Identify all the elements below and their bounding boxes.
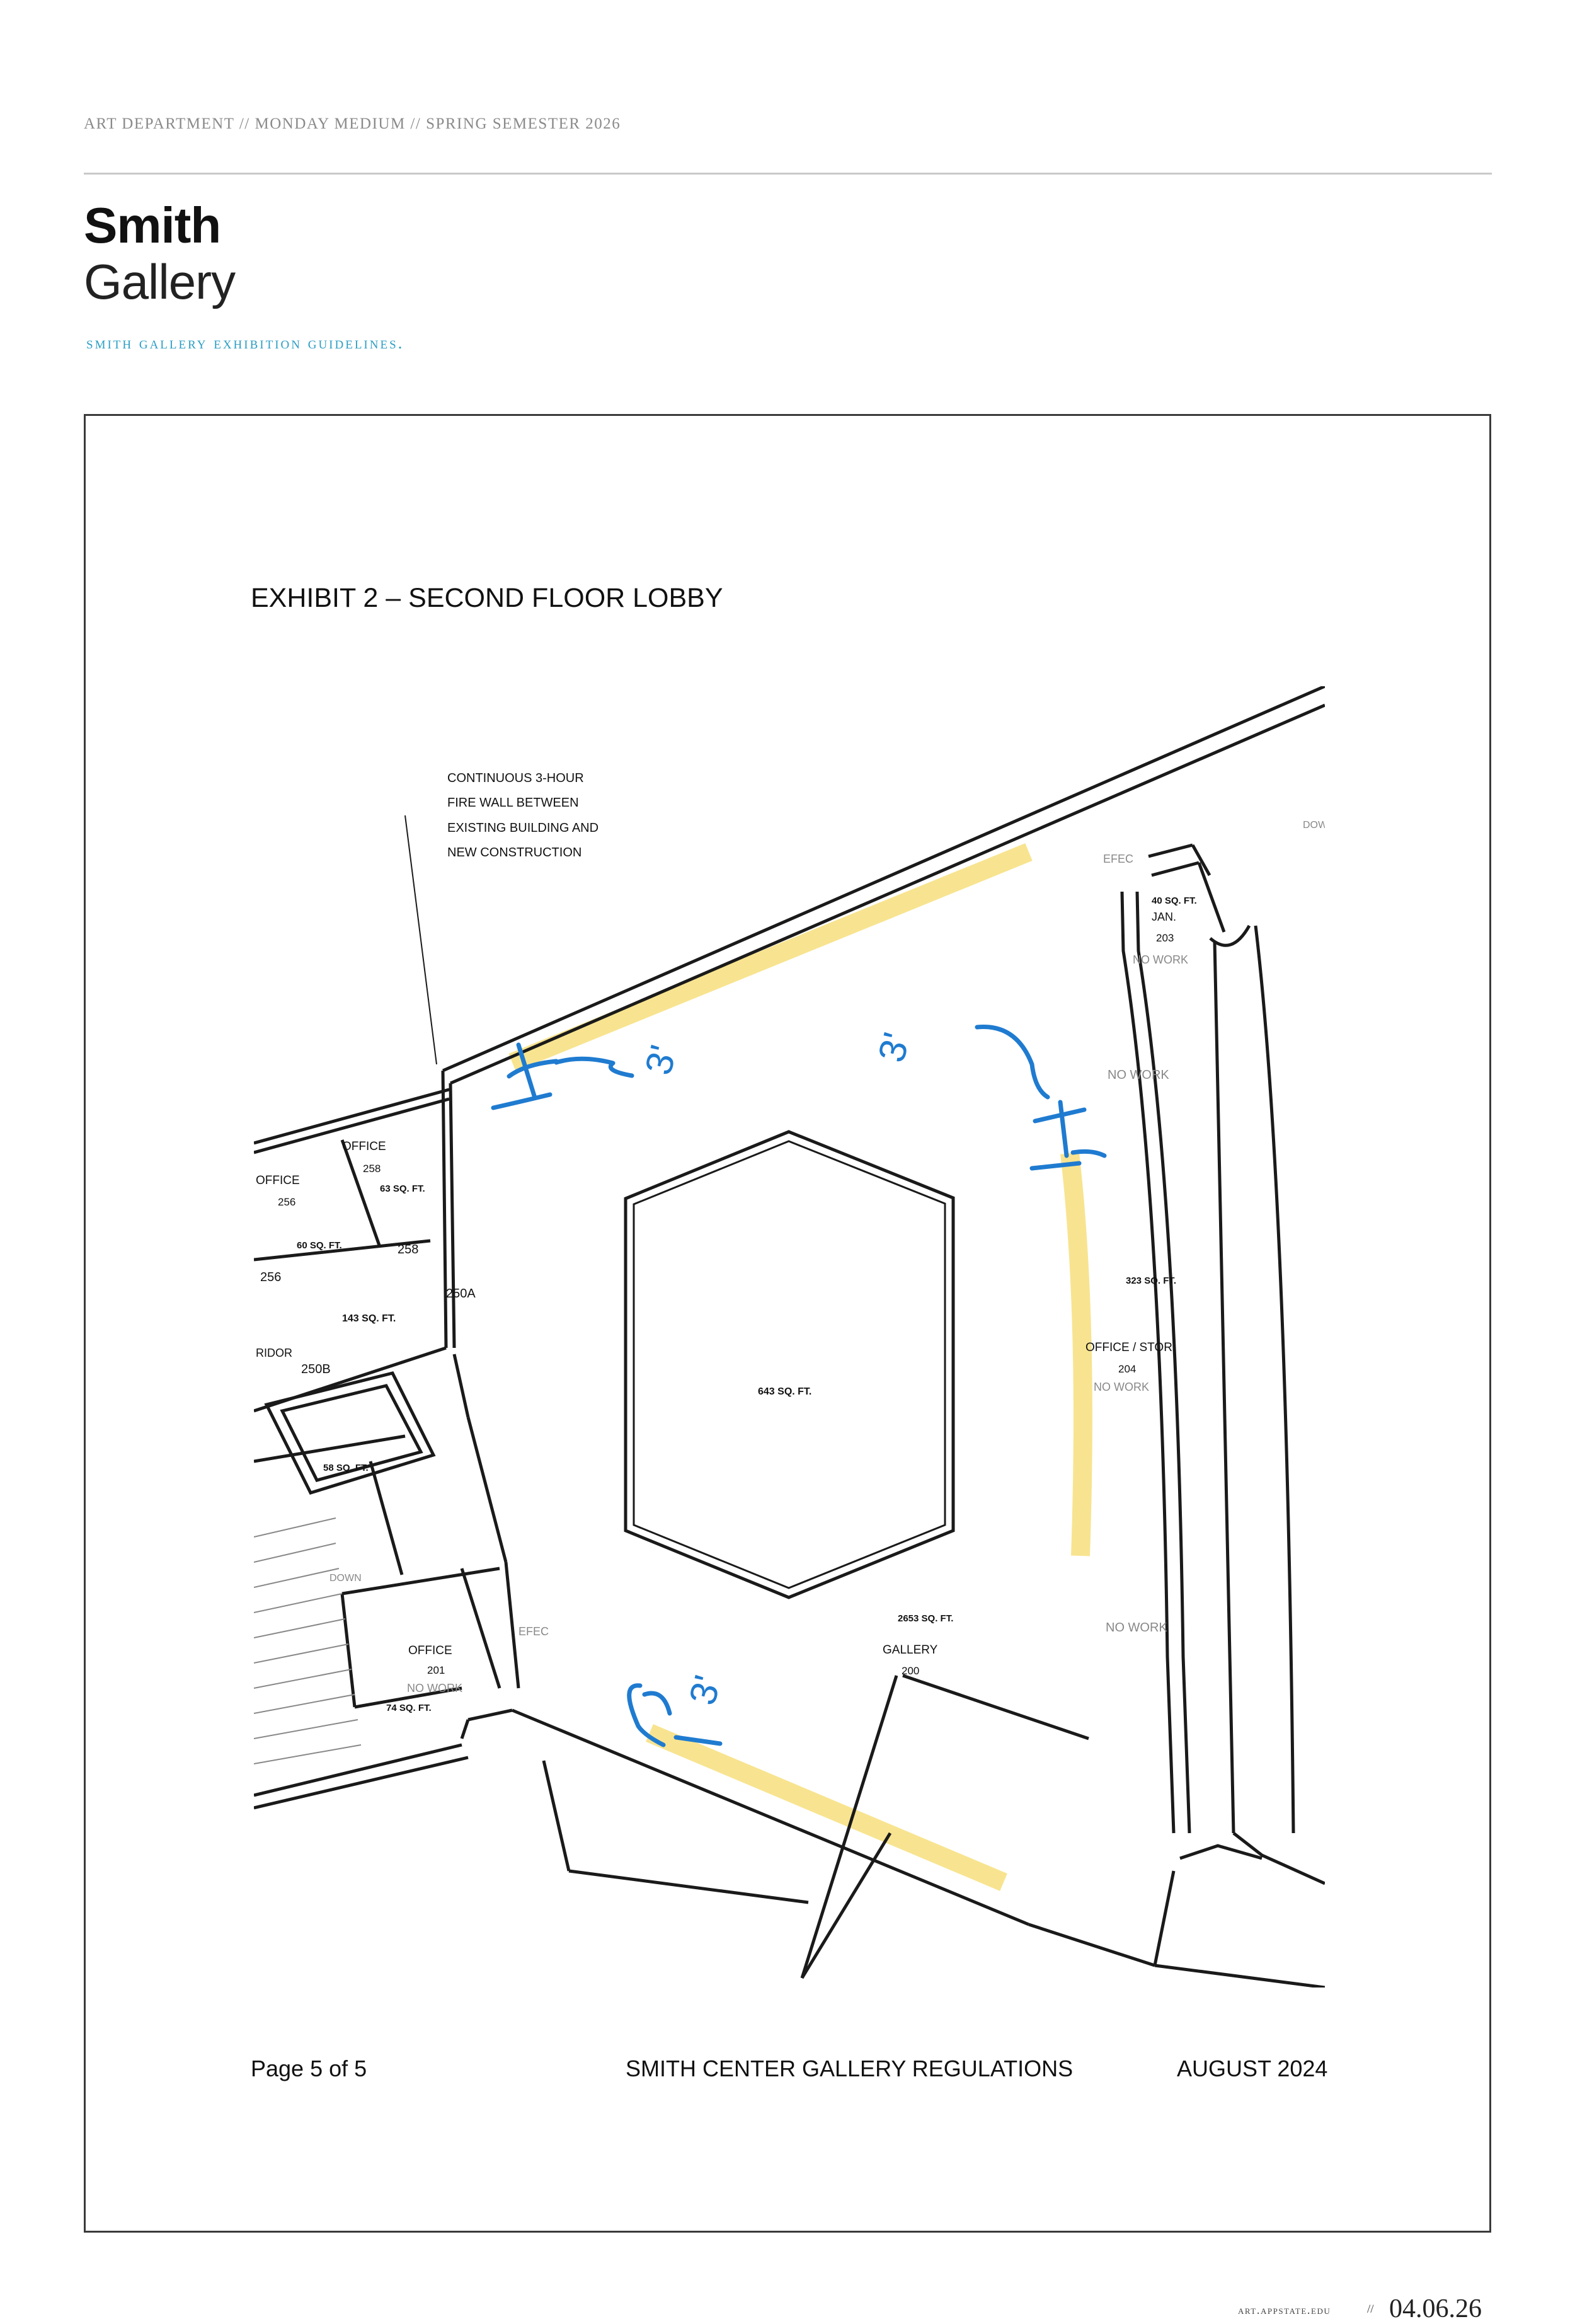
no-work-lower: NO WORK: [1106, 1621, 1167, 1635]
document-frame: [84, 414, 1491, 2233]
page-subtitle: SMITH GALLERY EXHIBITION GUIDELINES.: [86, 333, 404, 352]
corridor-label: RIDOR: [256, 1347, 292, 1359]
walls: [254, 686, 1325, 1987]
down-label: DOWN: [329, 1573, 362, 1584]
area-143: 143 SQ. FT.: [342, 1313, 396, 1324]
shaft: [264, 1371, 436, 1495]
footer-page-number: Page 5 of 5: [251, 2056, 367, 2081]
footer-date: 04.06.26: [1389, 2294, 1482, 2323]
jan-num: 203: [1156, 932, 1174, 944]
no-work-upper: NO WORK: [1108, 1068, 1169, 1082]
gallery-num: 200: [902, 1665, 919, 1677]
room-256-tag: 256: [260, 1270, 281, 1284]
note-line-3: EXISTING BUILDING AND: [447, 821, 598, 835]
footer-document-date: AUGUST 2024: [1177, 2056, 1328, 2081]
dimension-top-center: 3': [870, 1028, 918, 1067]
header-breadcrumb: ART DEPARTMENT // MONDAY MEDIUM // SPRIN…: [84, 115, 621, 132]
office-256-label: OFFICE: [256, 1174, 300, 1187]
office-258-area: 63 SQ. FT.: [380, 1183, 425, 1194]
exhibit-title: EXHIBIT 2 – SECOND FLOOR LOBBY: [251, 583, 723, 613]
highlight-marks: [508, 843, 1092, 1891]
office-258-num: 258: [363, 1163, 381, 1175]
gallery-label: GALLERY: [883, 1643, 938, 1657]
logo-smith: Smith: [84, 197, 221, 253]
office-201-area: 74 SQ. FT.: [386, 1703, 432, 1713]
footer-separator: //: [1367, 2303, 1374, 2316]
note-line-4: NEW CONSTRUCTION: [447, 846, 581, 860]
logo-gallery: Gallery: [84, 254, 236, 309]
office-201-note: NO WORK: [407, 1682, 462, 1694]
handwritten-annotations: [491, 1024, 1107, 1747]
office-256-num: 256: [278, 1196, 295, 1208]
room-250b-tag: 250B: [301, 1362, 331, 1376]
hexagon-structure: [624, 1130, 955, 1599]
office-201-label: OFFICE: [408, 1644, 452, 1657]
dow-label: DOW: [1303, 820, 1325, 831]
note-line-2: FIRE WALL BETWEEN: [447, 796, 579, 810]
jan-label: JAN.: [1152, 911, 1176, 923]
note-leader: [404, 815, 437, 1065]
office-258-label: OFFICE: [342, 1140, 386, 1153]
room-258-tag: 258: [398, 1243, 418, 1257]
efec-top: EFEC: [1103, 853, 1133, 865]
office-204-num: 204: [1118, 1363, 1136, 1375]
office-204-label: OFFICE / STOR.: [1085, 1341, 1176, 1354]
stairs: [254, 1517, 362, 1764]
room-250a-tag: 250A: [446, 1287, 476, 1301]
office-256-area: 60 SQ. FT.: [297, 1240, 342, 1251]
office-201-num: 201: [427, 1664, 445, 1676]
dimension-top-left: 3': [637, 1041, 685, 1079]
office-204-area: 323 SQ. FT.: [1126, 1275, 1176, 1286]
floor-plan-labels: CONTINUOUS 3-HOUR FIRE WALL BETWEEN EXIS…: [256, 771, 1325, 1713]
dimension-bottom: 3': [681, 1671, 729, 1710]
office-204-note: NO WORK: [1094, 1381, 1149, 1393]
area-58: 58 SQ. FT.: [323, 1463, 369, 1473]
note-line-1: CONTINUOUS 3-HOUR: [447, 771, 584, 785]
footer-document-title: SMITH CENTER GALLERY REGULATIONS: [626, 2056, 1074, 2081]
hex-area: 643 SQ. FT.: [758, 1386, 811, 1397]
gallery-area: 2653 SQ. FT.: [898, 1613, 953, 1624]
dimension-labels: 3' 3' 3': [637, 1028, 918, 1710]
jan-area: 40 SQ. FT.: [1152, 895, 1197, 906]
footer-url: ART.APPSTATE.EDU: [1238, 2304, 1331, 2317]
jan-note: NO WORK: [1133, 953, 1188, 966]
header-divider: [84, 173, 1492, 175]
efec-bottom: EFEC: [518, 1625, 549, 1638]
floor-plan: CONTINUOUS 3-HOUR FIRE WALL BETWEEN EXIS…: [254, 686, 1325, 1987]
